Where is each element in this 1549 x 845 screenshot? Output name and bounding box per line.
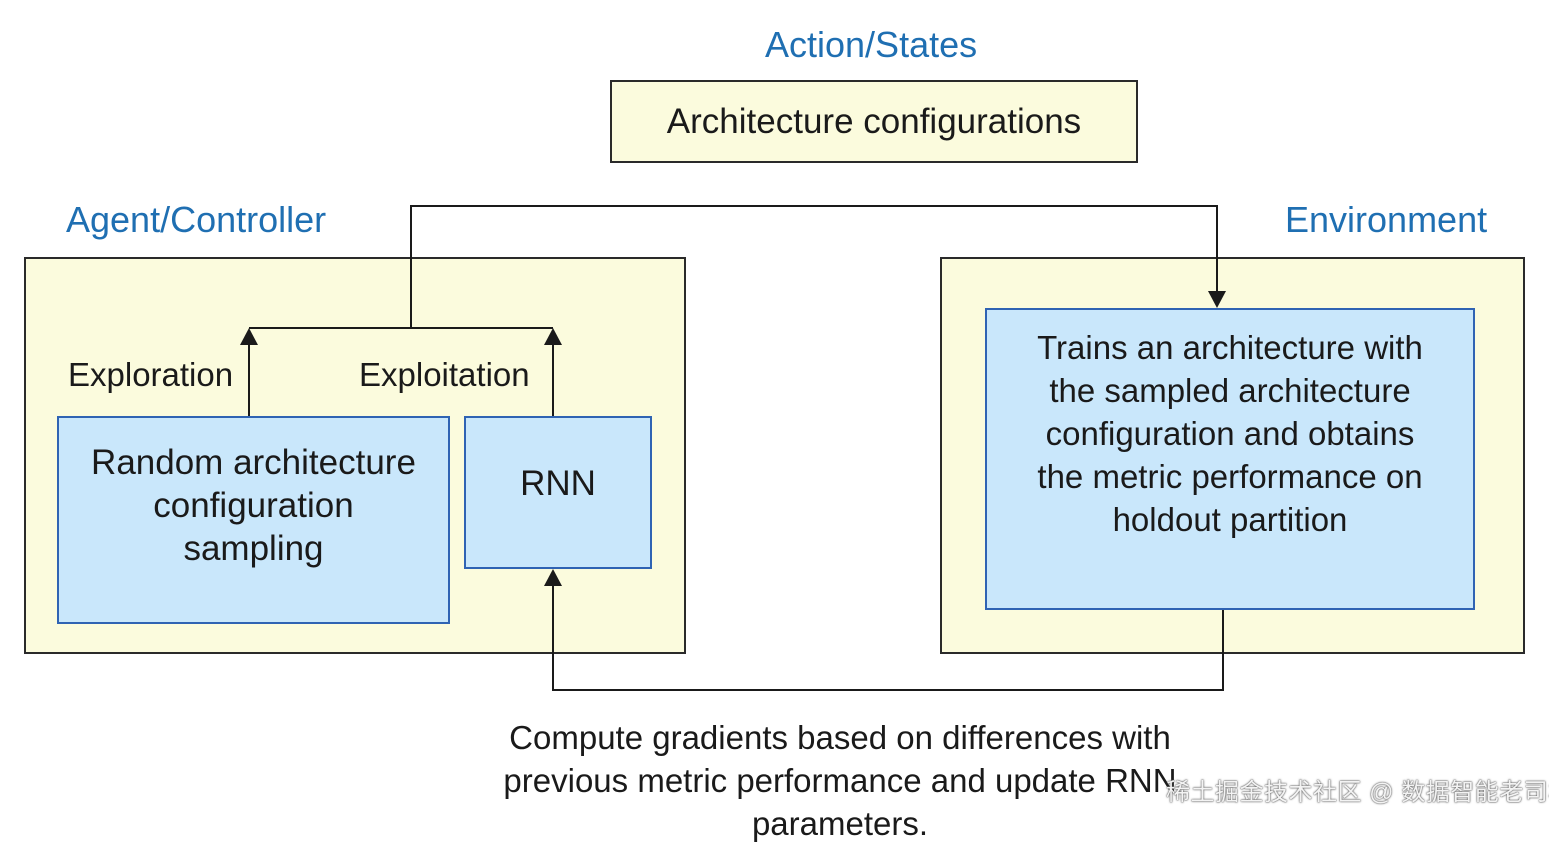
- rnn-feedback-arrowhead: [544, 569, 562, 586]
- exploration-arrowhead: [240, 328, 258, 345]
- feedback-caption: Compute gradients based on differences w…: [503, 719, 1177, 842]
- train-architecture-box: Trains an architecture with the sampled …: [985, 308, 1475, 610]
- environment-title: Environment: [1285, 199, 1488, 240]
- agent-controller-title: Agent/Controller: [66, 199, 327, 240]
- rnn-box: RNN: [464, 416, 652, 569]
- architecture-configurations-box: Architecture configurations: [610, 80, 1138, 163]
- action-path-line: [410, 205, 1218, 328]
- exploration-label: Exploration: [68, 356, 234, 393]
- watermark-text: 稀土掘金技术社区 @ 数据智能老司机: [1166, 779, 1549, 806]
- rnn-label: RNN: [520, 464, 596, 503]
- exploitation-arrowhead: [544, 328, 562, 345]
- action-states-title: Action/States: [765, 24, 978, 65]
- environment-arrowhead: [1208, 291, 1226, 308]
- train-architecture-label: Trains an architecture with the sampled …: [1037, 328, 1423, 538]
- random-sampling-box: Random architecture configuration sampli…: [57, 416, 450, 624]
- architecture-configurations-label: Architecture configurations: [666, 102, 1082, 141]
- random-sampling-label: Random architecture configuration sampli…: [91, 442, 416, 568]
- connector-layer: [240, 205, 1226, 691]
- exploitation-label: Exploitation: [359, 356, 530, 393]
- feedback-path-line: [552, 586, 1224, 691]
